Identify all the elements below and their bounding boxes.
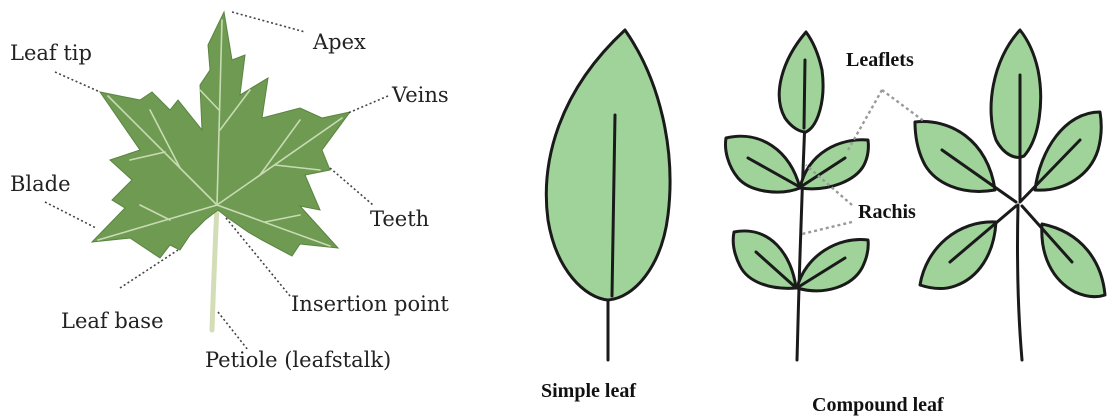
leaflet — [726, 136, 801, 192]
maple-petiole — [212, 205, 217, 330]
label-veins: Veins — [391, 83, 449, 107]
label-insertion-point: Insertion point — [291, 292, 449, 316]
compound-leaf-caption: Compound leaf — [812, 394, 944, 416]
label-leaflets: Leaflets — [846, 49, 914, 71]
leaflet — [915, 122, 995, 192]
simple-leaf-blade — [546, 30, 670, 300]
leaflet — [779, 32, 823, 132]
palmate-petiole — [1018, 205, 1023, 360]
compound-leaf-pinnate — [726, 32, 869, 360]
simple-leaf-caption: Simple leaf — [541, 380, 636, 402]
simple-leaf-sketch — [546, 30, 670, 360]
label-apex: Apex — [312, 30, 366, 54]
compound-leaf-palmate — [915, 30, 1105, 360]
label-teeth: Teeth — [370, 207, 429, 231]
label-leaf-base: Leaf base — [61, 309, 164, 333]
maple-leaf-illustration — [92, 12, 350, 330]
label-petiole: Petiole (leafstalk) — [205, 348, 391, 372]
label-rachis: Rachis — [858, 201, 916, 223]
label-leaf-tip: Leaf tip — [10, 41, 92, 65]
label-blade: Blade — [10, 172, 71, 196]
leaflet — [1042, 224, 1105, 297]
pinnate-rachis — [797, 120, 805, 360]
leaflet — [991, 30, 1041, 157]
